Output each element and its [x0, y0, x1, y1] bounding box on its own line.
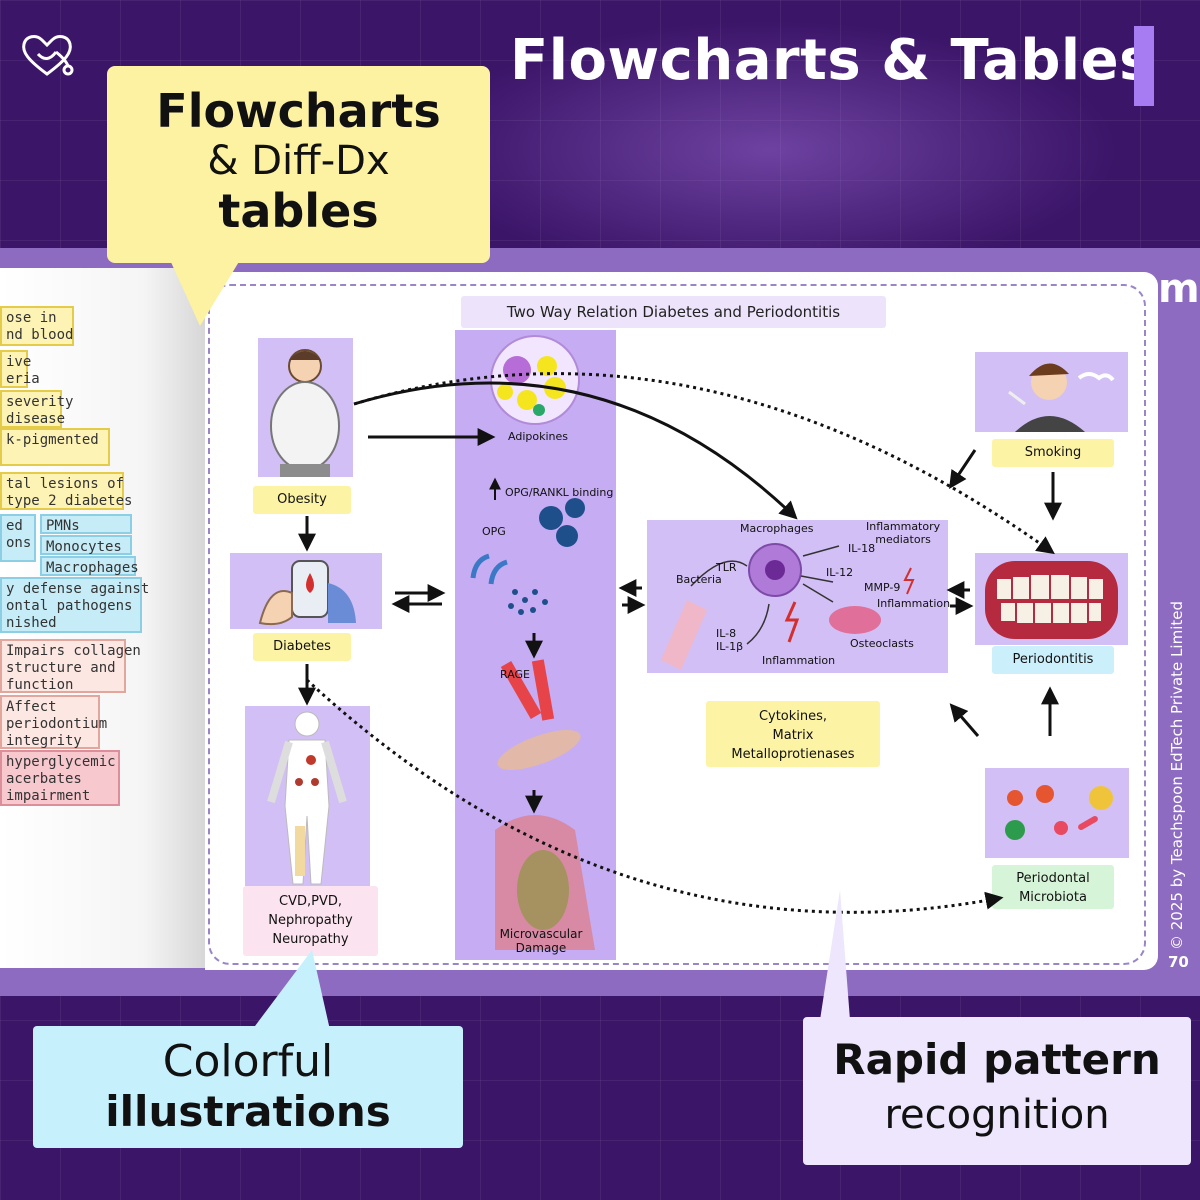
left-note-text: acerbates — [6, 771, 82, 787]
callout-line: & Diff-Dx — [207, 138, 390, 184]
callout-line: Colorful — [162, 1036, 334, 1087]
macrophages-label: Macrophages — [740, 522, 814, 535]
callout-line: tables — [218, 184, 379, 238]
left-note-text: structure and — [6, 660, 116, 676]
microbiota-line: Microbiota — [1019, 890, 1087, 905]
left-note-text: nished — [6, 615, 57, 631]
left-note-text: integrity — [6, 733, 82, 749]
header-accent-bar — [1134, 26, 1154, 106]
microbiota-label: Periodontal Microbiota — [992, 865, 1114, 909]
inflammatory-mediators-label: Inflammatory mediators — [866, 520, 940, 546]
page-number: 70 — [1168, 953, 1189, 971]
left-note-text: nd blood — [6, 327, 74, 343]
microvascular-line: Microvascular — [499, 927, 583, 941]
left-note-1: ose in nd blood — [0, 306, 74, 346]
heart-stethoscope-icon — [22, 35, 74, 76]
osteoclasts-label: Osteoclasts — [850, 637, 914, 650]
left-note-5: tal lesions of type 2 diabetes — [0, 472, 133, 510]
left-note-text: Affect — [6, 699, 57, 715]
inflammation-label-2: Inflammation — [762, 654, 836, 667]
left-note-monocytes: Monocytes — [40, 535, 132, 555]
complication-line: Nephropathy — [268, 913, 353, 928]
microvascular-line: Damage — [515, 941, 567, 955]
diagram-frame — [208, 284, 1146, 965]
left-note-9: Affect periodontium integrity — [0, 695, 108, 749]
opg-rankl-label: OPG/RANKL binding — [505, 486, 614, 499]
inflammation-label-1: Inflammation — [877, 597, 951, 610]
periodontitis-label: Periodontitis — [992, 646, 1114, 674]
left-note-macrophages: Macrophages — [40, 556, 139, 576]
cytokines-label: Cytokines, Matrix Metalloprotienases — [706, 701, 880, 767]
left-note-text: impairment — [6, 788, 91, 804]
diabetes-label: Diabetes — [253, 633, 351, 661]
tlr-label: TLR — [716, 561, 737, 574]
left-note-text: periodontium — [6, 716, 108, 732]
cytokines-line: Cytokines, — [758, 709, 828, 724]
diagram-title: Two Way Relation Diabetes and Periodonti… — [461, 296, 886, 328]
opg-label: OPG — [482, 525, 506, 538]
bacteria-label: Bacteria — [676, 573, 722, 586]
callout-line: Flowcharts — [156, 84, 441, 138]
left-note-text: tal lesions of — [6, 476, 125, 492]
microbiota-illustration — [985, 768, 1129, 858]
il1b-label: IL-1β — [716, 640, 744, 653]
left-note-text: ed — [6, 518, 23, 534]
left-note-text: ontal pathogens — [6, 598, 133, 614]
glucometer-illustration — [230, 553, 382, 629]
illustrations-callout: Colorful illustrations — [33, 1026, 463, 1148]
human-body-illustration — [245, 706, 370, 886]
complication-line: Neuropathy — [272, 932, 349, 947]
header-glow — [420, 20, 1120, 280]
mmp9-label: MMP-9 — [864, 581, 901, 594]
left-note-text: type 2 diabetes — [6, 493, 133, 509]
inflammation-panel — [647, 520, 948, 673]
pattern-callout: Rapid pattern recognition — [803, 1017, 1191, 1165]
left-note-4: k-pigmented — [0, 428, 110, 466]
complication-line: CVD,PVD, — [279, 894, 342, 909]
brand-mark: m — [1158, 266, 1200, 312]
callout-line: Rapid pattern — [833, 1035, 1161, 1084]
adipokines-label: Adipokines — [508, 430, 568, 443]
periodontitis-illustration — [975, 553, 1128, 645]
left-note-text: ose in — [6, 310, 57, 326]
mediator-line: mediators — [875, 533, 931, 546]
callout-line: recognition — [884, 1092, 1110, 1138]
il18-label: IL-18 — [848, 542, 876, 555]
left-note-text: function — [6, 677, 74, 693]
cytokines-line: Matrix — [772, 728, 814, 743]
left-note-2: ive eria — [0, 350, 40, 388]
left-note-8: Impairs collagen structure and function — [0, 639, 141, 693]
left-note-text: hyperglycemic — [6, 754, 116, 770]
left-note-pmns: PMNs — [40, 514, 132, 534]
flowcharts-callout: Flowcharts & Diff-Dx tables — [107, 66, 490, 263]
left-note-text: Impairs collagen — [6, 643, 141, 659]
callout-line: illustrations — [105, 1087, 391, 1136]
left-note-text: ons — [6, 535, 32, 551]
left-note-text: y defense against — [6, 581, 150, 597]
left-note-6: ed ons — [0, 514, 36, 562]
microbiota-line: Periodontal — [1016, 871, 1090, 886]
rage-label: RAGE — [500, 668, 531, 681]
left-note-text: disease — [6, 411, 66, 427]
il12-label: IL-12 — [826, 566, 854, 579]
page-title: Flowcharts & Tables — [510, 28, 1153, 93]
complications-label: CVD,PVD, Nephropathy Neuropathy — [243, 886, 378, 956]
mediator-line: Inflammatory — [866, 520, 941, 533]
obesity-label: Obesity — [253, 486, 351, 514]
smoking-label: Smoking — [992, 439, 1114, 467]
obesity-illustration — [258, 338, 353, 477]
il8-label: IL-8 — [716, 627, 737, 640]
left-note-text: k-pigmented — [6, 432, 99, 448]
left-note-10: hyperglycemic acerbates impairment — [0, 750, 120, 806]
left-page: ose in nd blood ive eria severity diseas… — [0, 268, 205, 968]
left-note-3: severity disease — [0, 390, 73, 428]
cytokines-line: Metalloprotienases — [731, 747, 855, 762]
microvascular-label: Microvascular Damage — [488, 927, 594, 955]
left-note-7: y defense against ontal pathogens nished — [0, 577, 150, 633]
smoking-illustration — [975, 352, 1128, 432]
